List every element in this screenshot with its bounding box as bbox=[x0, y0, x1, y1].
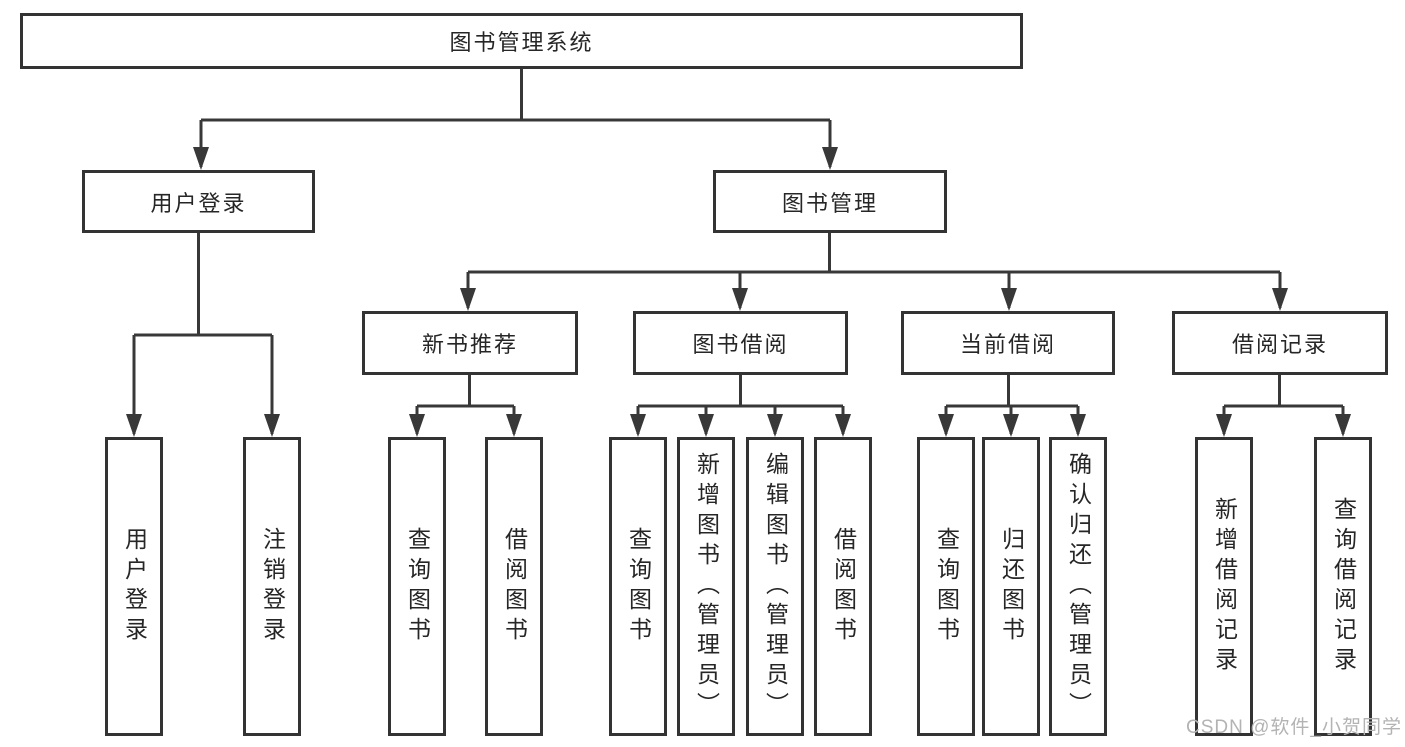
connector-new-book-rec bbox=[415, 375, 516, 434]
node-borrow-record: 借阅记录 bbox=[1172, 311, 1388, 375]
node-label: 图书管理系统 bbox=[449, 30, 594, 55]
node-label: 新增图书（管理员） bbox=[693, 451, 720, 722]
node-label: 用户登录 bbox=[121, 526, 148, 647]
node-book-management: 图书管理 bbox=[713, 170, 947, 233]
connector-user-login bbox=[132, 233, 274, 434]
node-label: 查询图书 bbox=[933, 526, 960, 647]
node-label: 编辑图书（管理员） bbox=[762, 451, 789, 722]
connector-book-borrow bbox=[636, 375, 845, 434]
node-bb-add-book: 新增图书（管理员） bbox=[677, 437, 735, 736]
node-label: 注销登录 bbox=[259, 526, 286, 647]
node-cb-return-book: 归还图书 bbox=[982, 437, 1040, 736]
node-label: 查询借阅记录 bbox=[1330, 496, 1357, 677]
arrowhead-icon bbox=[126, 414, 142, 437]
arrowhead-icon bbox=[1335, 414, 1351, 437]
node-label: 归还图书 bbox=[998, 526, 1025, 647]
arrowhead-icon bbox=[1070, 414, 1086, 437]
arrowhead-icon bbox=[193, 147, 209, 170]
arrowhead-icon bbox=[264, 414, 280, 437]
connector-book-management bbox=[466, 233, 1282, 308]
arrowhead-icon bbox=[767, 414, 783, 437]
arrowhead-icon bbox=[1216, 414, 1232, 437]
arrowhead-icon bbox=[938, 414, 954, 437]
connector-root bbox=[199, 69, 832, 167]
connector-current-borrow bbox=[944, 375, 1080, 434]
arrowhead-icon bbox=[409, 414, 425, 437]
node-label: 当前借阅 bbox=[959, 332, 1056, 357]
node-new-book-rec: 新书推荐 bbox=[362, 311, 578, 375]
node-label: 借阅图书 bbox=[830, 526, 857, 647]
node-cb-query-book: 查询图书 bbox=[917, 437, 975, 736]
node-label: 借阅记录 bbox=[1231, 332, 1328, 357]
arrowhead-icon bbox=[698, 414, 714, 437]
arrowhead-icon bbox=[1003, 414, 1019, 437]
node-br-add-record: 新增借阅记录 bbox=[1195, 437, 1253, 736]
node-label: 用户登录 bbox=[150, 190, 247, 216]
node-label: 借阅图书 bbox=[501, 526, 528, 647]
node-user-login: 用户登录 bbox=[82, 170, 315, 233]
node-label: 查询图书 bbox=[625, 526, 652, 647]
node-current-borrow: 当前借阅 bbox=[901, 311, 1115, 375]
arrowhead-icon bbox=[1001, 288, 1017, 311]
arrowhead-icon bbox=[1272, 288, 1288, 311]
node-br-query-record: 查询借阅记录 bbox=[1314, 437, 1372, 736]
node-book-borrow: 图书借阅 bbox=[633, 311, 848, 375]
node-root: 图书管理系统 bbox=[20, 13, 1023, 69]
node-label: 图书管理 bbox=[781, 190, 878, 216]
node-nbr-borrow-book: 借阅图书 bbox=[485, 437, 543, 736]
node-label: 查询图书 bbox=[404, 526, 431, 647]
connector-borrow-record bbox=[1222, 375, 1345, 434]
node-label: 新增借阅记录 bbox=[1211, 496, 1238, 677]
node-leaf-logout: 注销登录 bbox=[243, 437, 301, 736]
arrowhead-icon bbox=[822, 147, 838, 170]
node-nbr-query-book: 查询图书 bbox=[388, 437, 446, 736]
arrowhead-icon bbox=[732, 288, 748, 311]
node-cb-confirm-return: 确认归还（管理员） bbox=[1049, 437, 1107, 736]
node-bb-borrow-book: 借阅图书 bbox=[814, 437, 872, 736]
node-leaf-user-login: 用户登录 bbox=[105, 437, 163, 736]
node-bb-query-book: 查询图书 bbox=[609, 437, 667, 736]
node-bb-edit-book: 编辑图书（管理员） bbox=[746, 437, 804, 736]
arrowhead-icon bbox=[835, 414, 851, 437]
node-label: 图书借阅 bbox=[692, 332, 789, 357]
arrowhead-icon bbox=[460, 288, 476, 311]
arrowhead-icon bbox=[630, 414, 646, 437]
node-label: 确认归还（管理员） bbox=[1065, 451, 1092, 722]
node-label: 新书推荐 bbox=[421, 332, 518, 357]
arrowhead-icon bbox=[506, 414, 522, 437]
